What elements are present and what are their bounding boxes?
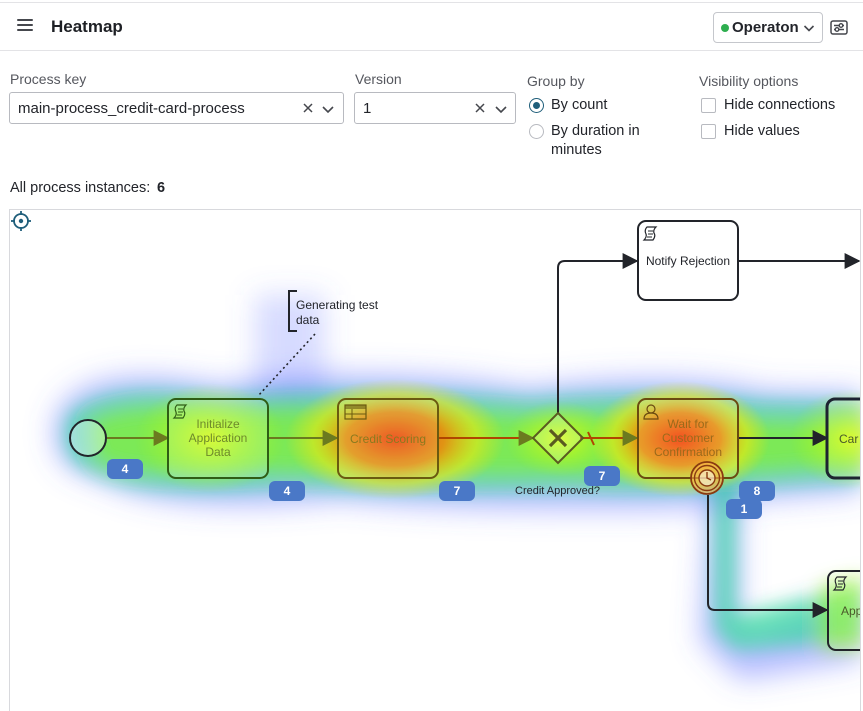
hide-connections-checkbox[interactable] bbox=[701, 98, 716, 113]
script-icon bbox=[172, 404, 188, 419]
task-label: Car bbox=[839, 432, 858, 446]
hide-connections-label: Hide connections bbox=[724, 97, 836, 113]
recenter-icon[interactable] bbox=[10, 210, 32, 232]
annotation-text-line1: Generating test bbox=[296, 298, 379, 312]
start-event[interactable] bbox=[69, 419, 107, 457]
heatmap-overlay bbox=[53, 295, 860, 680]
badge-initialize: 4 bbox=[269, 481, 305, 501]
task-wait-for-customer-confirmation[interactable]: Wait for Customer Confirmation bbox=[637, 398, 739, 479]
hide-values-label: Hide values bbox=[724, 123, 800, 139]
hide-values-checkbox[interactable] bbox=[701, 124, 716, 139]
badge-credit-scoring: 7 bbox=[439, 481, 475, 501]
script-icon bbox=[642, 226, 658, 241]
badge-gateway: 7 bbox=[584, 466, 620, 486]
chevron-down-icon[interactable] bbox=[321, 102, 335, 116]
page-title: Heatmap bbox=[51, 17, 123, 36]
timer-boundary-event[interactable] bbox=[690, 461, 724, 495]
header-bar: Heatmap Operaton bbox=[0, 4, 863, 51]
svg-text:4: 4 bbox=[122, 462, 129, 476]
task-notify-rejection[interactable]: Notify Rejection bbox=[637, 220, 739, 301]
status-dot-icon bbox=[721, 24, 729, 32]
svg-text:4: 4 bbox=[284, 484, 291, 498]
badge-timer: 1 bbox=[726, 499, 762, 519]
task-label-line3: Confirmation bbox=[654, 445, 722, 459]
svg-text:7: 7 bbox=[599, 469, 606, 483]
task-label: App bbox=[841, 604, 861, 618]
task-label-line1: Initialize bbox=[196, 417, 240, 431]
task-credit-scoring[interactable]: Credit Scoring bbox=[337, 398, 439, 479]
version-value: 1 bbox=[363, 100, 372, 117]
bpmn-diagram: Generating test data Initialize Applicat… bbox=[53, 220, 861, 680]
count-badges: 4 4 7 7 8 1 bbox=[107, 459, 775, 519]
task-label-line1: Wait for bbox=[668, 417, 709, 431]
svg-text:1: 1 bbox=[741, 502, 748, 516]
chevron-down-icon bbox=[803, 25, 815, 32]
visibility-options-label: Visibility options bbox=[699, 73, 799, 89]
business-rule-icon bbox=[344, 404, 367, 420]
task-label-line3: Data bbox=[205, 445, 231, 459]
badge-wait: 8 bbox=[739, 481, 775, 501]
task-label-line2: Customer bbox=[662, 431, 714, 445]
process-key-label: Process key bbox=[10, 71, 87, 87]
svg-text:7: 7 bbox=[454, 484, 461, 498]
settings-sliders-icon[interactable] bbox=[830, 19, 848, 36]
version-select[interactable]: 1 bbox=[354, 92, 516, 124]
text-annotation: Generating test data bbox=[257, 290, 379, 397]
task-label: Notify Rejection bbox=[646, 254, 730, 268]
by-count-label: By count bbox=[551, 97, 608, 113]
sequence-flows bbox=[107, 253, 860, 618]
process-key-select[interactable]: main-process_credit-card-process bbox=[9, 92, 344, 124]
clear-icon[interactable] bbox=[474, 102, 486, 114]
version-label: Version bbox=[355, 71, 402, 87]
by-count-radio[interactable] bbox=[529, 98, 544, 113]
group-by-label: Group by bbox=[527, 73, 585, 89]
task-label: Credit Scoring bbox=[350, 432, 426, 446]
menu-icon[interactable] bbox=[17, 18, 33, 32]
cluster-label: Operaton bbox=[732, 19, 799, 36]
process-key-value: main-process_credit-card-process bbox=[18, 100, 245, 117]
bpmn-diagram-canvas[interactable]: Generating test data Initialize Applicat… bbox=[9, 209, 861, 711]
annotation-text-line2: data bbox=[296, 313, 320, 327]
clear-icon[interactable] bbox=[302, 102, 314, 114]
instances-count: 6 bbox=[157, 180, 166, 196]
task-initialize-application-data[interactable]: Initialize Application Data bbox=[167, 398, 269, 479]
svg-text:8: 8 bbox=[754, 484, 761, 498]
top-border bbox=[0, 0, 863, 3]
user-icon bbox=[643, 404, 659, 420]
task-card-partial[interactable]: Car bbox=[825, 397, 861, 480]
badge-start: 4 bbox=[107, 459, 143, 479]
gateway-label: Credit Approved? bbox=[515, 485, 600, 497]
script-icon bbox=[832, 576, 848, 591]
task-label-line2: Application bbox=[189, 431, 248, 445]
by-duration-radio[interactable] bbox=[529, 124, 544, 139]
cluster-select[interactable]: Operaton bbox=[713, 12, 823, 43]
chevron-down-icon[interactable] bbox=[494, 102, 508, 116]
task-app-partial[interactable]: App bbox=[827, 570, 861, 651]
instances-label: All process instances: bbox=[10, 180, 151, 196]
gateway-credit-approved[interactable]: Credit Approved? bbox=[515, 411, 600, 497]
by-duration-label: By duration in minutes bbox=[551, 123, 640, 158]
